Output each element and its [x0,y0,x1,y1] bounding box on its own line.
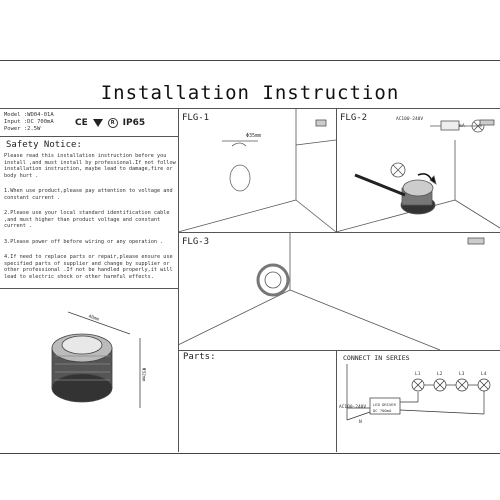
safety-item-1: 1.When use product,please pay attention … [4,188,173,201]
product-illustration [51,311,141,408]
wiring-diagram [346,364,491,421]
wiring-ac-label: AC100-240V [339,405,367,410]
wiring-driver-line2: DC 700mA [373,408,392,413]
spec-input: Input :DC 700mA [4,119,54,125]
flg1-label: FLG-1 [182,113,210,123]
safety-title: Safety Notice: [6,140,82,150]
ce-mark-icon: CE [75,118,88,128]
safety-item-2: 2.Please use your local standard identif… [4,210,170,230]
flg3-illustration [177,232,485,351]
wiring-title: CONNECT IN SERIES [343,354,410,362]
safety-item-3: 3.Please power off before wiring or any … [4,239,164,245]
flg1-hole-size: Φ35mm [246,133,262,139]
spec-power: Power :2.5W [4,126,41,132]
flg2-label: FLG-2 [340,113,368,123]
wiring-driver-line1: LED DRIVER [373,402,396,407]
instruction-sheet [0,60,500,454]
flg1-illustration [177,108,337,233]
parts-label: Parts: [183,352,216,362]
frame-line [0,288,178,289]
warning-triangle-icon [92,119,103,127]
flg3-label: FLG-3 [182,237,210,247]
page-title: Installation Instruction [100,82,400,104]
wiring-lamp-label-1: L1 [415,372,421,377]
safety-intro: Please read this installation instructio… [4,153,176,179]
wiring-neutral-label: N [359,420,362,425]
ip-rating: IP65 [122,118,146,128]
frame-line [178,350,500,351]
safety-item-4: 4.If need to replace parts or repair,ple… [4,254,173,280]
wiring-lamp-label-3: L3 [459,372,465,377]
certification-marks: CE R IP65 [75,118,145,128]
frame-line [0,136,178,137]
wiring-lamp-label-4: L4 [481,372,487,377]
frame-line [178,108,179,452]
wiring-lamp-label-2: L2 [437,372,443,377]
cert-circle-icon: R [107,118,118,128]
flg2-ac-label: AC100-240V [396,117,424,122]
flg2-illustration [335,119,500,233]
frame-line [178,232,500,233]
frame-line [336,108,337,232]
frame-line [336,350,337,452]
frame-line [0,108,500,109]
spec-model: Model :WD04-01A [4,112,54,118]
